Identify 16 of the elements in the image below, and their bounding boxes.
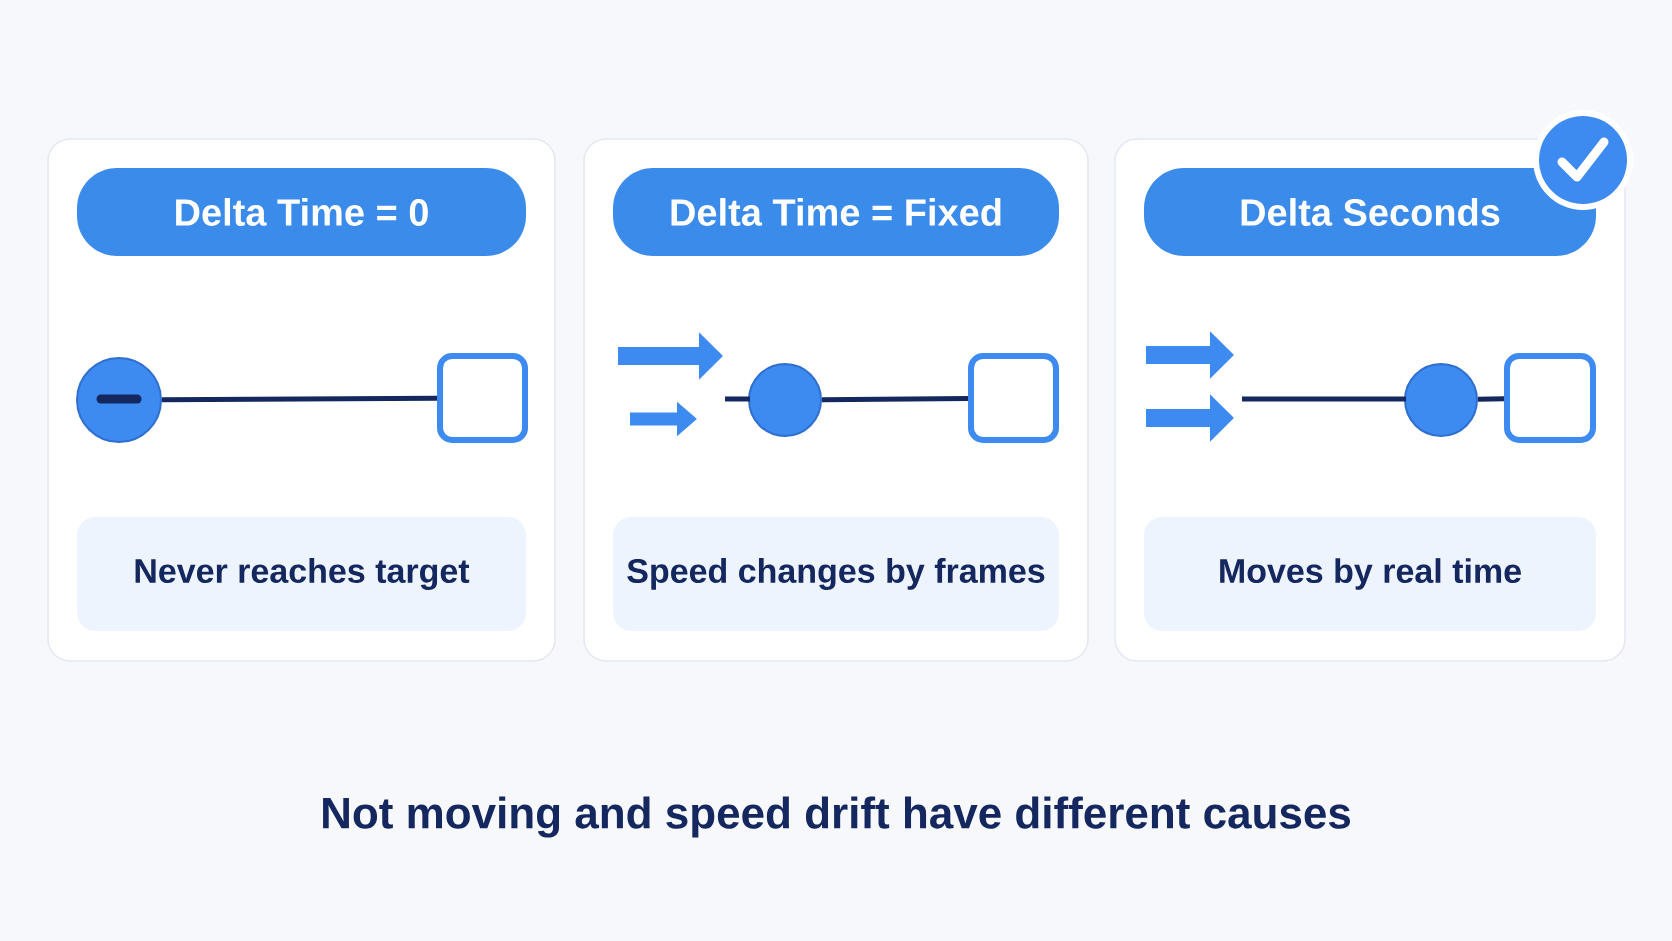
header-pill: Delta Seconds: [1144, 168, 1596, 256]
target-square: [968, 353, 1059, 443]
caption-box: Moves by real time: [1144, 517, 1596, 631]
header-pill: Delta Time = Fixed: [613, 168, 1059, 256]
track-line: [822, 395, 969, 403]
ball: [748, 363, 822, 437]
track-line: [162, 395, 438, 403]
ball: [76, 357, 162, 443]
ball: [1404, 363, 1478, 437]
caption: Not moving and speed drift have different causes: [323, 796, 1351, 838]
target-square: [437, 353, 528, 443]
header-pill: Delta Time = 0: [77, 168, 526, 256]
track-line: [1477, 396, 1505, 402]
caption-box: Never reaches target: [77, 517, 526, 631]
target-square: [1504, 353, 1596, 443]
caption-box: Speed changes by frames: [613, 517, 1059, 631]
